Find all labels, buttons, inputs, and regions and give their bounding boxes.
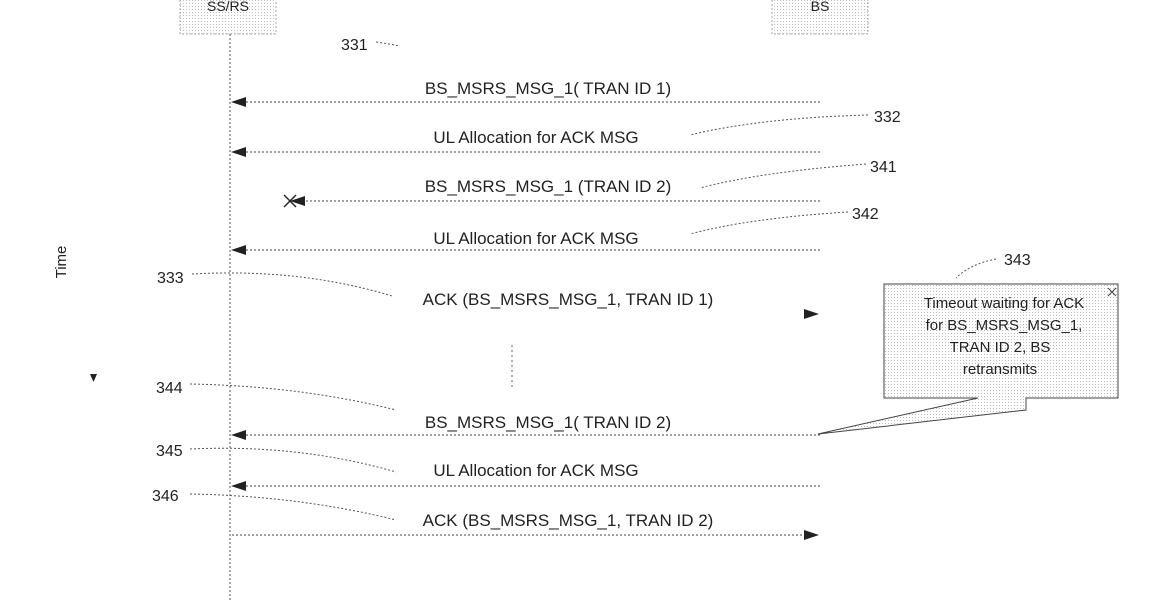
ref-331: 331 [341, 37, 368, 54]
arrowhead-left-icon [231, 147, 246, 157]
leader-332 [689, 114, 869, 136]
message-8: ACK (BS_MSRS_MSG_1, TRAN ID 2) [232, 511, 819, 540]
message-4-label: UL Allocation for ACK MSG [433, 229, 638, 248]
message-4: UL Allocation for ACK MSG [231, 229, 820, 255]
message-2-label: UL Allocation for ACK MSG [433, 128, 638, 147]
participant-ss: SS/RS [179, 0, 277, 35]
message-5-label: ACK (BS_MSRS_MSG_1, TRAN ID 1) [423, 290, 714, 309]
ref-344: 344 [156, 380, 183, 397]
message-5: ACK (BS_MSRS_MSG_1, TRAN ID 1) [423, 290, 819, 319]
message-6-label: BS_MSRS_MSG_1( TRAN ID 2) [425, 413, 671, 432]
callout-line-2: for BS_MSRS_MSG_1, [926, 317, 1083, 334]
arrowhead-left-icon [231, 97, 246, 107]
ref-332: 332 [874, 109, 901, 126]
ref-346: 346 [152, 488, 179, 505]
message-8-label: ACK (BS_MSRS_MSG_1, TRAN ID 2) [423, 511, 714, 530]
message-3-lost: BS_MSRS_MSG_1 (TRAN ID 2) [283, 177, 820, 208]
message-7: UL Allocation for ACK MSG [231, 461, 820, 491]
message-1: BS_MSRS_MSG_1( TRAN ID 1) [231, 79, 820, 107]
message-1-label: BS_MSRS_MSG_1( TRAN ID 1) [425, 79, 671, 98]
ref-341: 341 [870, 159, 897, 176]
leader-344 [189, 383, 397, 411]
message-6: BS_MSRS_MSG_1( TRAN ID 2) [231, 413, 820, 440]
callout-line-3: TRAN ID 2, BS [950, 339, 1051, 356]
leader-345 [189, 447, 397, 473]
time-arrow-icon [90, 374, 97, 382]
leader-lines [189, 41, 997, 521]
arrowhead-right-icon [804, 530, 819, 540]
leader-331 [375, 41, 401, 47]
close-icon [1107, 287, 1117, 297]
ref-343: 343 [1004, 252, 1031, 269]
arrowhead-left-icon [290, 196, 305, 206]
callout-line-1: Timeout waiting for ACK [924, 295, 1084, 312]
leader-341 [699, 163, 867, 189]
leader-342 [689, 211, 849, 235]
message-2: UL Allocation for ACK MSG [231, 128, 820, 157]
participant-bs: BS [771, 0, 869, 35]
participant-ss-label: SS/RS [207, 0, 249, 14]
lost-x-icon [283, 194, 297, 208]
arrowhead-left-icon [231, 481, 246, 491]
arrowhead-right-icon [804, 309, 819, 319]
arrowhead-left-icon [231, 430, 246, 440]
ref-333: 333 [157, 270, 184, 287]
ref-345: 345 [156, 443, 183, 460]
arrowhead-left-icon [231, 245, 246, 255]
callout-shape [817, 283, 1119, 435]
time-axis-label: Time [53, 246, 70, 279]
ref-342: 342 [852, 206, 879, 223]
message-3-label: BS_MSRS_MSG_1 (TRAN ID 2) [425, 177, 672, 196]
timeout-callout: Timeout waiting for ACK for BS_MSRS_MSG_… [817, 283, 1119, 435]
participant-bs-label: BS [811, 0, 830, 14]
message-7-label: UL Allocation for ACK MSG [433, 461, 638, 480]
leader-333 [191, 272, 393, 297]
callout-line-4: retransmits [963, 361, 1037, 378]
leader-343 [955, 258, 997, 279]
leader-346 [189, 493, 397, 521]
